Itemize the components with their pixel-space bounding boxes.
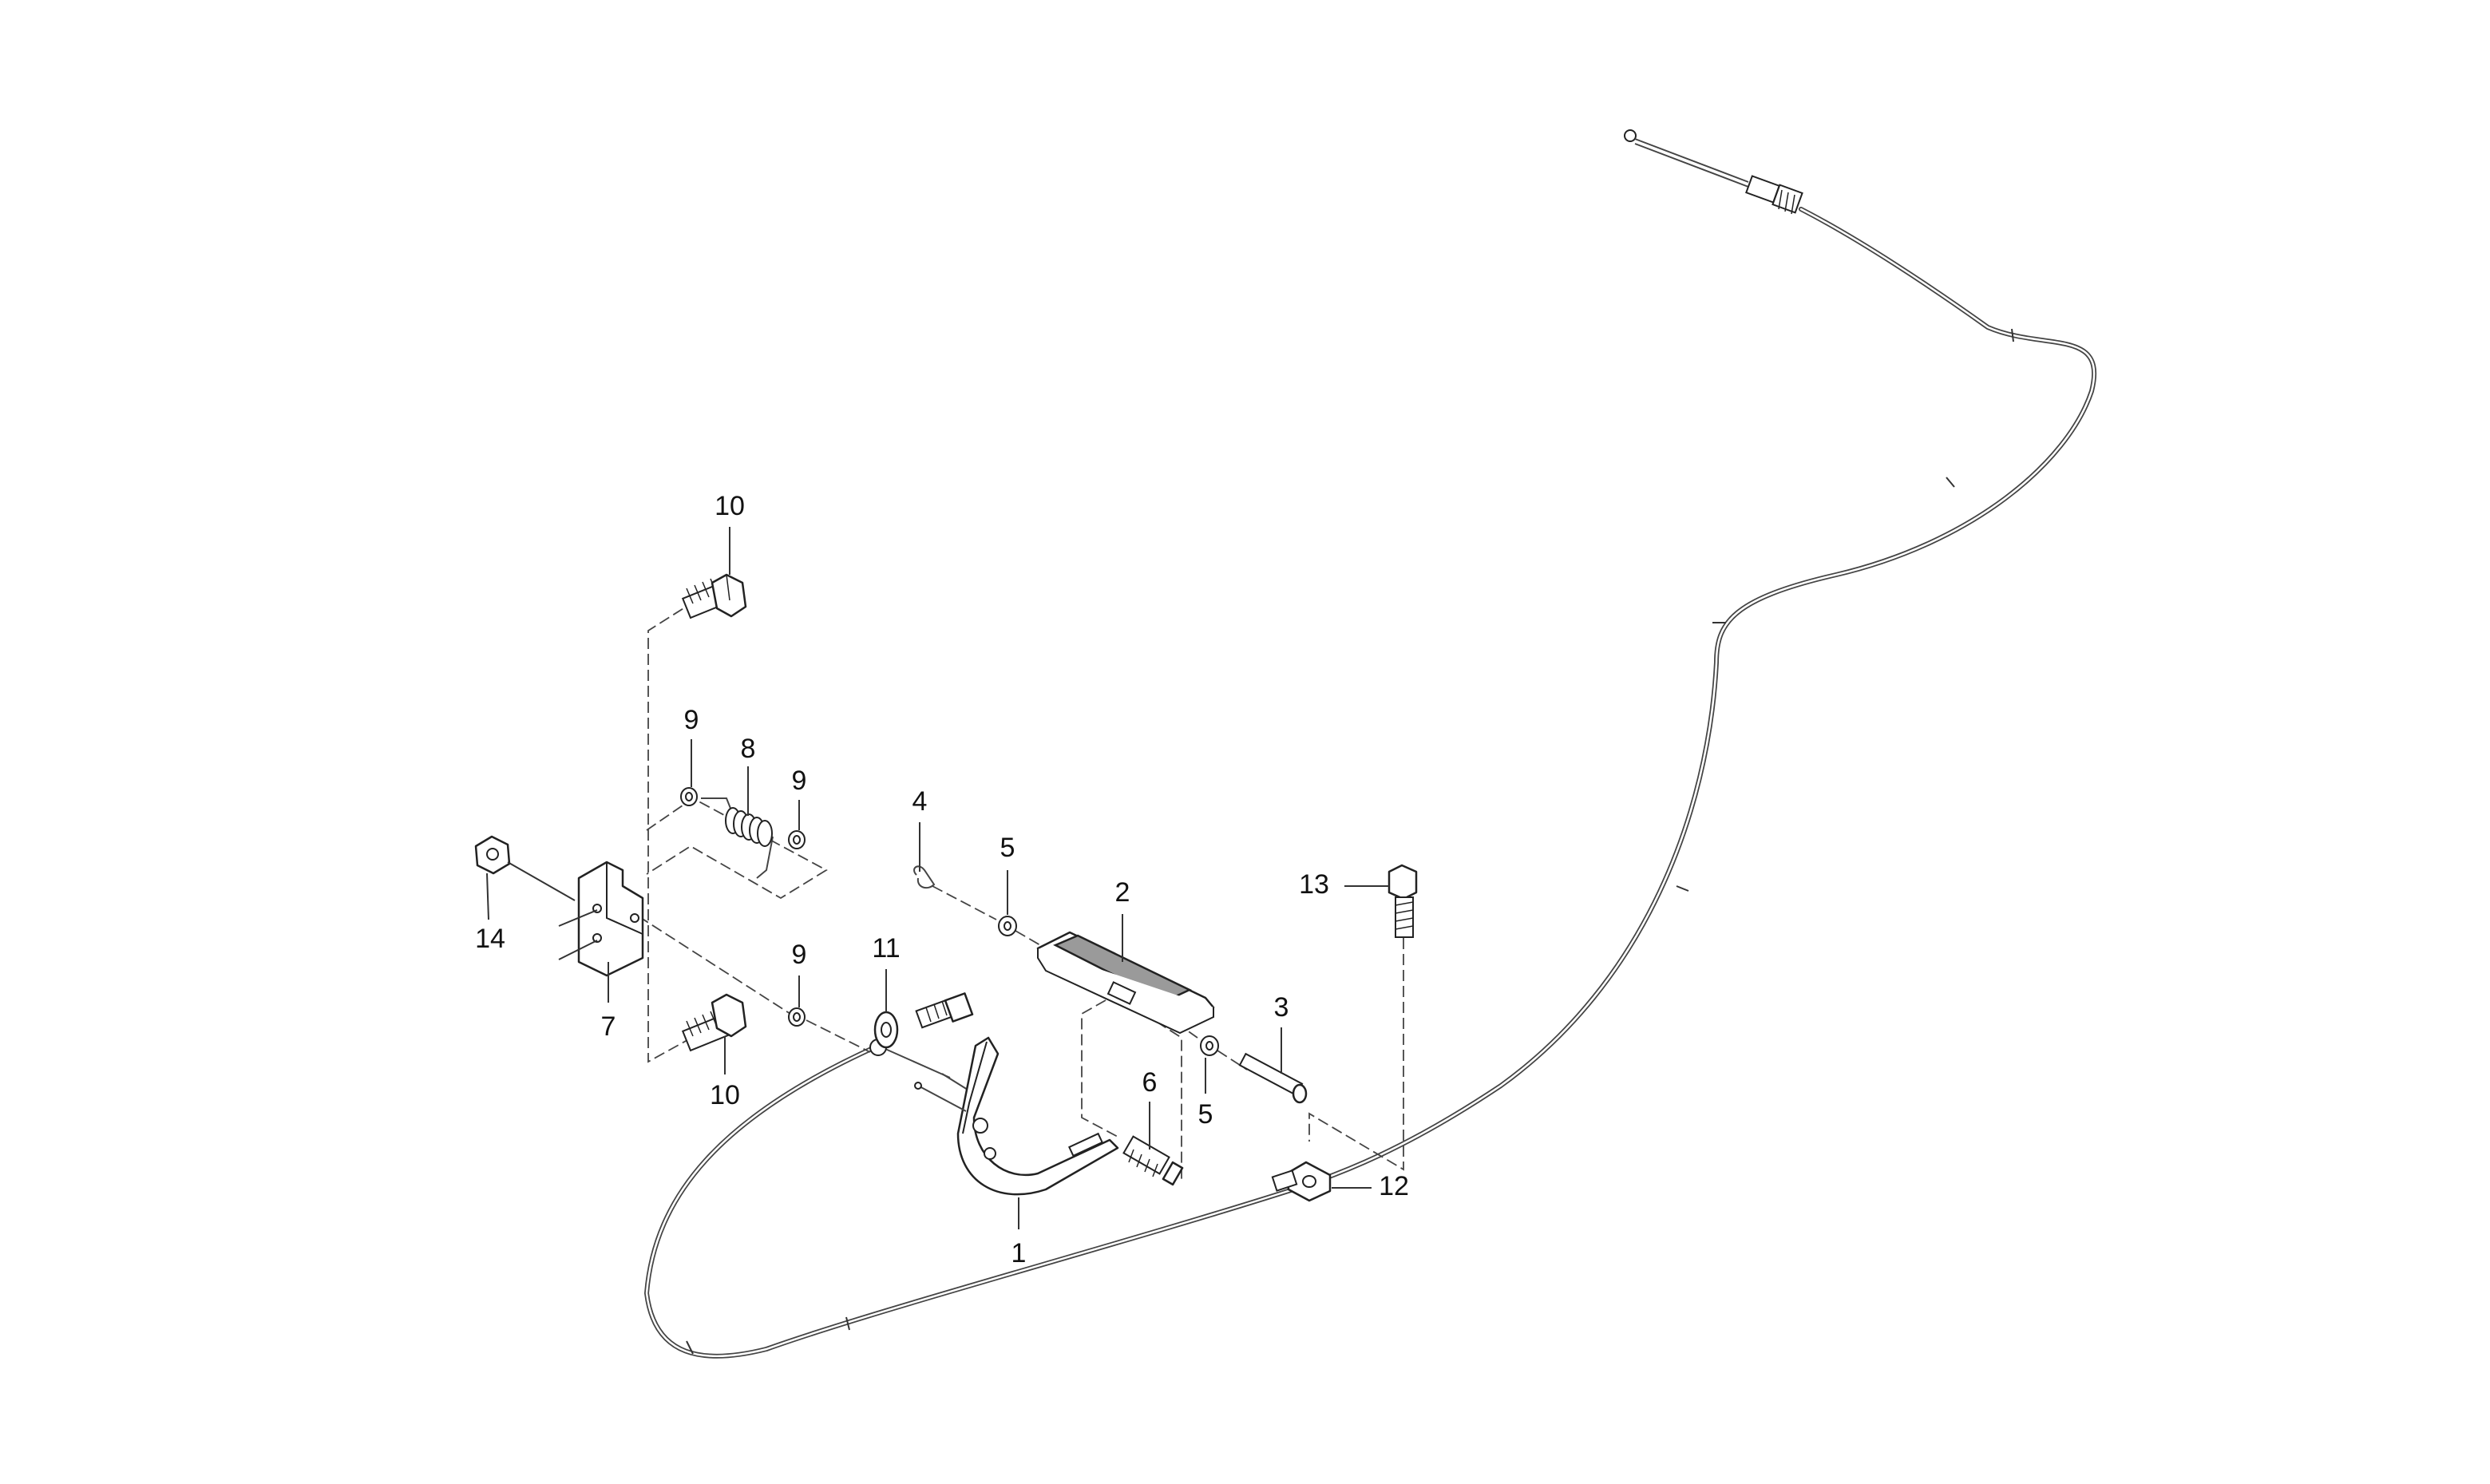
callout-7: 7 (601, 1011, 616, 1042)
washer-9-lower (788, 1007, 806, 1027)
nut-14 (474, 835, 511, 875)
callout-12: 12 (1379, 1171, 1409, 1201)
pedal-pad-2 (1036, 931, 1215, 1035)
throttle-cable (643, 129, 2097, 1359)
callout-labels: 1 2 3 4 5 5 6 7 8 9 9 9 10 10 11 12 13 1… (475, 491, 1409, 1268)
callout-2: 2 (1115, 877, 1130, 908)
bolt-6 (1122, 1135, 1184, 1186)
bolt-13 (1388, 864, 1418, 938)
bolt-10-lower (681, 993, 747, 1052)
callout-9-upper-left: 9 (684, 705, 699, 735)
callout-9-upper-right: 9 (792, 766, 807, 796)
spring-8 (701, 797, 774, 879)
callout-3: 3 (1274, 992, 1289, 1023)
callout-leaders (486, 527, 1389, 1229)
callout-14: 14 (475, 924, 505, 954)
callout-10-lower: 10 (710, 1080, 740, 1110)
washer-5-left (998, 916, 1017, 936)
callout-10-upper: 10 (715, 491, 745, 521)
pedal-arm-1 (914, 1036, 1119, 1196)
assembly-guide-lines (638, 600, 1404, 1181)
clip-4 (913, 865, 936, 889)
callout-13: 13 (1299, 869, 1329, 900)
cable-clamp-12 (1271, 1161, 1332, 1202)
cable-fitting-11 (873, 992, 974, 1049)
washer-9-upper-right (788, 830, 806, 849)
callout-6: 6 (1142, 1067, 1158, 1098)
callout-5-upper: 5 (1000, 833, 1015, 863)
callout-11: 11 (872, 933, 900, 964)
callout-9-lower: 9 (792, 940, 807, 970)
bracket-7 (577, 861, 644, 977)
cable-adjuster-fitting (1745, 175, 1803, 215)
washer-5-right (1200, 1035, 1219, 1056)
callout-5-lower: 5 (1198, 1099, 1213, 1130)
washer-9-upper-left (680, 787, 698, 806)
callout-8: 8 (741, 734, 756, 764)
callout-4: 4 (912, 786, 928, 817)
callout-1: 1 (1011, 1238, 1027, 1268)
pin-3 (1238, 1052, 1308, 1104)
bolt-10-upper (681, 573, 747, 619)
